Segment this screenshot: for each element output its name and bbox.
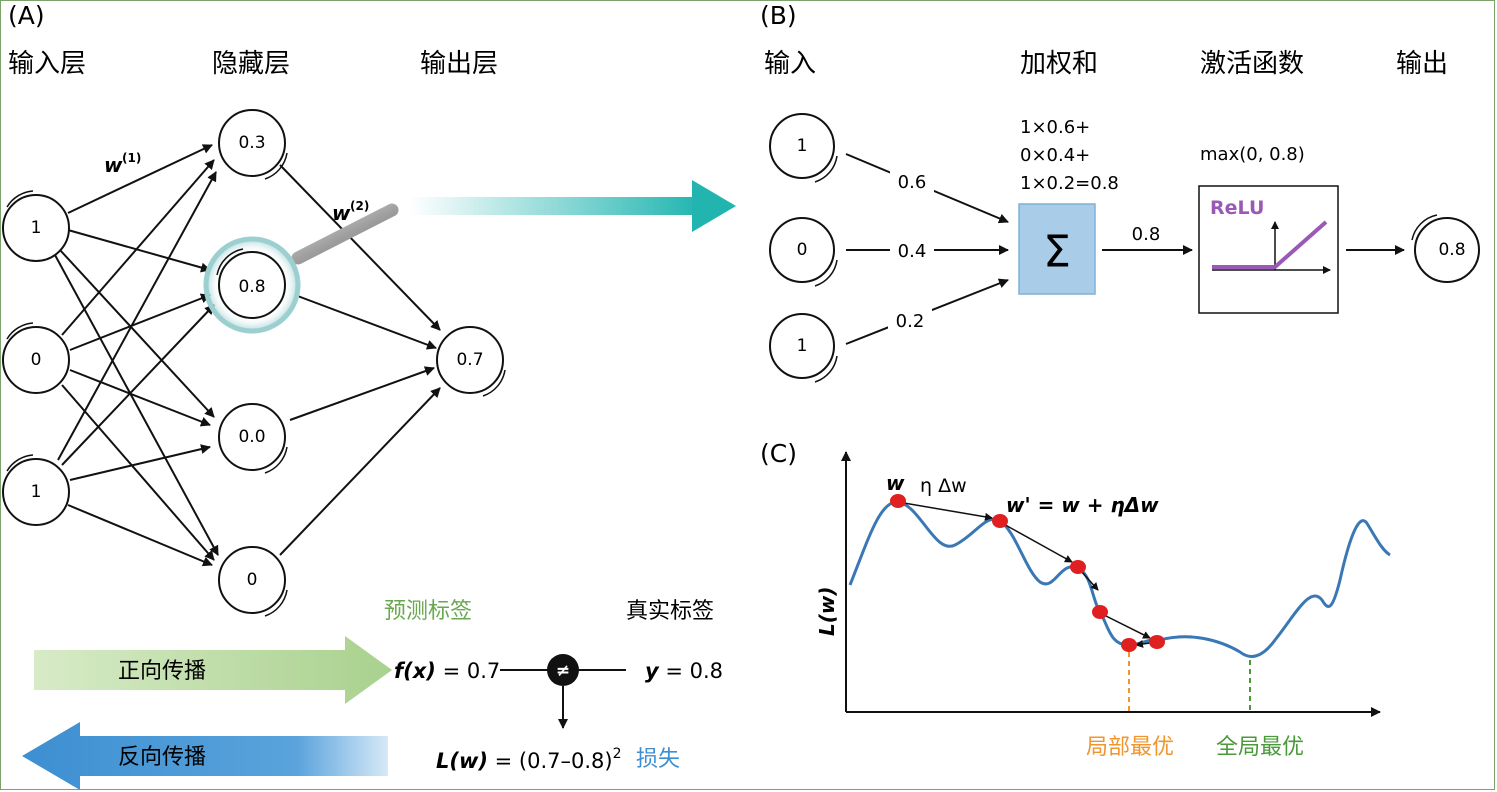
hidden-node-3-value: 0.0 (238, 427, 265, 447)
true-label-title: 真实标签 (626, 599, 714, 624)
hidden-node-4-value: 0 (247, 570, 258, 590)
fx-lhs: f(x) (394, 659, 436, 683)
compare-node: ≠ (500, 654, 626, 729)
panel-a-label: (A) (8, 1, 45, 30)
step-label: η Δw (920, 475, 967, 497)
sigma-symbol: Σ (1043, 227, 1071, 278)
hidden-node-1-value: 0.3 (238, 133, 265, 153)
pred-label-title: 预测标签 (384, 599, 472, 624)
w2-label: w (332, 201, 351, 225)
b-input-node-2-value: 0 (797, 240, 808, 260)
loss-axes (841, 451, 1381, 717)
b-w3-bg (888, 308, 932, 332)
update-label: w' = w + ηΔw (1006, 493, 1159, 517)
b-input-node-1: 1 (769, 113, 838, 183)
b-weight-3: 0.2 (896, 311, 925, 332)
max-expression: max(0, 0.8) (1200, 144, 1305, 165)
local-opt-label: 局部最优 (1086, 735, 1174, 760)
input-node-1-value: 1 (31, 218, 42, 238)
zoom-arrow (410, 180, 736, 232)
sum-box: Σ (1018, 203, 1096, 295)
forward-label: 正向传播 (118, 659, 206, 684)
gd-point (1149, 635, 1165, 649)
panel-b-label: (B) (760, 1, 797, 30)
relu-box: ReLU (1198, 185, 1339, 314)
loss-rhs: = (0.7–0.8) (488, 749, 613, 773)
sum-line-1: 1×0.6+ (1020, 117, 1090, 138)
b-weight-1: 0.6 (898, 172, 927, 193)
hidden-node-2: 0.8 (203, 236, 301, 334)
sum-line-2: 0×0.4+ (1020, 145, 1090, 166)
loss-lhs: L(w) (436, 749, 488, 773)
input-node-3: 1 (2, 454, 70, 526)
gd-point (1092, 605, 1108, 619)
gd-step-arrows (897, 501, 1157, 648)
relu-curve (1212, 220, 1328, 269)
global-opt-label: 全局最优 (1216, 735, 1304, 760)
y-equation: y = 0.8 (645, 659, 723, 683)
sum-line-3: 1×0.2=0.8 (1020, 173, 1119, 194)
output-layer-header: 输出层 (420, 49, 498, 79)
hidden-node-3: 0.0 (218, 403, 288, 474)
b-output-node: 0.8 (1411, 214, 1480, 283)
backward-label: 反向传播 (118, 745, 206, 770)
b-output-node-value: 0.8 (1438, 240, 1465, 260)
input-layer-header: 输入层 (8, 49, 86, 79)
b-w2-bg (890, 238, 934, 262)
fx-equation: f(x) = 0.7 (394, 659, 500, 683)
w1-label: w (104, 153, 123, 177)
gd-point (1070, 560, 1086, 574)
b-input-node-1-value: 1 (797, 136, 808, 156)
gd-point (890, 494, 906, 508)
forward-propagation-arrow: 正向传播 (34, 636, 392, 704)
magnifier-handle (291, 203, 399, 265)
hidden-node-1: 0.3 (218, 109, 288, 180)
fx-rhs: = 0.7 (436, 659, 500, 683)
b-output-header: 输出 (1396, 49, 1448, 79)
sum-output-value: 0.8 (1132, 224, 1161, 245)
backward-propagation-arrow: 反向传播 (22, 722, 388, 790)
b-input-node-3: 1 (769, 313, 838, 383)
w2-superscript: (2) (350, 199, 369, 213)
relu-label: ReLU (1210, 197, 1264, 219)
b-input-node-2: 0 (769, 217, 838, 287)
w1-superscript: (1) (122, 151, 141, 165)
layer1-connections (54, 144, 219, 567)
panel-c-label: (C) (760, 439, 797, 468)
b-weighted-header: 加权和 (1020, 49, 1098, 79)
loss-curve (848, 500, 1391, 658)
b-input-header: 输入 (764, 49, 816, 79)
input-node-2: 0 (2, 322, 70, 394)
input-node-1: 1 (2, 190, 70, 262)
gd-points (890, 494, 1165, 652)
input-node-2-value: 0 (31, 350, 42, 370)
w-label: w (886, 471, 905, 495)
layer2-connections (279, 164, 441, 556)
gd-point (1121, 638, 1137, 652)
gd-point (992, 514, 1008, 528)
neq-symbol: ≠ (556, 661, 570, 681)
y-lhs: y (645, 659, 660, 683)
hidden-node-4: 0 (218, 546, 288, 617)
loss-word: 损失 (636, 747, 680, 772)
b-activation-header: 激活函数 (1200, 49, 1304, 79)
output-node-a: 0.7 (436, 326, 506, 397)
b-w1-bg (890, 168, 934, 192)
loss-equation: L(w) = (0.7–0.8)2 (436, 746, 622, 773)
hidden-layer-header: 隐藏层 (212, 49, 290, 79)
loss-ylabel: L(w) (815, 586, 839, 636)
hidden-node-2-value: 0.8 (238, 277, 265, 297)
y-rhs: = 0.8 (659, 659, 723, 683)
input-node-3-value: 1 (31, 482, 42, 502)
b-weight-2: 0.4 (898, 241, 927, 262)
output-node-a-value: 0.7 (456, 350, 483, 370)
b-input-node-3-value: 1 (797, 336, 808, 356)
loss-exp: 2 (613, 746, 622, 762)
